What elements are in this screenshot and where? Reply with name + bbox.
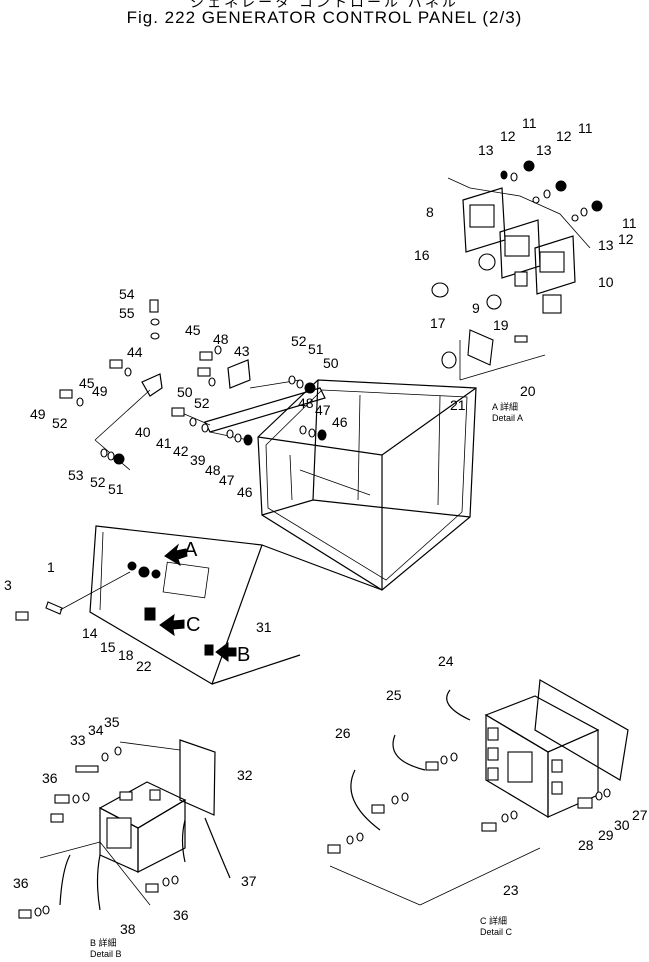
detail-a-label: Detail A — [492, 413, 523, 423]
callout-numbers: 1 3 8 9 10 11 11 11 12 12 12 13 13 13 14… — [4, 115, 648, 937]
callout: 39 — [190, 452, 206, 468]
callout: 36 — [42, 770, 58, 786]
callout: 55 — [119, 305, 135, 321]
callout: 48 — [205, 462, 221, 478]
callout: 51 — [108, 481, 124, 497]
callout: 46 — [332, 414, 348, 430]
rail-assembly — [15, 299, 327, 621]
cabinet-frame — [257, 379, 477, 591]
callout: 11 — [622, 215, 637, 231]
detail-c: C 詳細 Detail C — [327, 679, 629, 937]
callout: 40 — [135, 424, 151, 440]
callout: 48 — [213, 331, 229, 347]
callout: 52 — [291, 333, 307, 349]
callout: 53 — [68, 467, 84, 483]
callout: 17 — [430, 315, 446, 331]
detail-a-jp: A 詳細 — [492, 401, 518, 412]
callout: 24 — [438, 653, 454, 669]
callout: 46 — [237, 484, 253, 500]
detail-b-label: Detail B — [90, 949, 122, 959]
callout: 12 — [500, 128, 516, 144]
callout: 27 — [632, 807, 648, 823]
callout: 16 — [414, 247, 430, 263]
callout: 10 — [598, 274, 614, 290]
callout: 49 — [92, 383, 108, 399]
detail-a: A 詳細 Detail A — [431, 160, 603, 423]
callout: 20 — [520, 383, 536, 399]
detail-c-jp: C 詳細 — [480, 915, 507, 926]
callout: 52 — [90, 474, 106, 490]
callout: 31 — [256, 619, 272, 635]
callout: 15 — [100, 639, 116, 655]
figure-title: ジェネレータ コントロール パネル Fig. 222 GENERATOR CON… — [0, 0, 649, 28]
callout: 12 — [618, 231, 634, 247]
svg-text:C: C — [186, 614, 200, 636]
detail-b-jp: B 詳細 — [90, 937, 117, 948]
callout: 44 — [127, 344, 143, 360]
detail-b: B 詳細 Detail B — [18, 739, 231, 959]
view-arrow-b: B — [215, 642, 250, 666]
svg-text:B: B — [237, 644, 250, 666]
callout: 25 — [386, 687, 402, 703]
callout: 38 — [120, 921, 136, 937]
callout: 35 — [104, 714, 120, 730]
callout: 28 — [578, 837, 594, 853]
callout: 3 — [4, 577, 12, 593]
callout: 34 — [88, 722, 104, 738]
callout: 47 — [219, 472, 235, 488]
view-arrow-a: A — [164, 539, 198, 567]
callout: 30 — [614, 817, 630, 833]
callout: 9 — [472, 300, 480, 316]
callout: 11 — [522, 115, 537, 131]
callout: 47 — [315, 402, 331, 418]
callout: 36 — [13, 875, 29, 891]
callout: 13 — [598, 237, 614, 253]
detail-c-label: Detail C — [480, 927, 513, 937]
callout: 52 — [194, 395, 210, 411]
callout: 33 — [70, 732, 86, 748]
callout: 52 — [52, 415, 68, 431]
callout: 51 — [308, 341, 324, 357]
callout: 11 — [578, 120, 593, 136]
callout: 21 — [450, 397, 466, 413]
callout: 54 — [119, 286, 135, 302]
callout: 36 — [173, 907, 189, 923]
callout: 12 — [556, 128, 572, 144]
callout: 48 — [298, 395, 314, 411]
callout: 1 — [47, 559, 55, 575]
callout: 13 — [536, 142, 552, 158]
callout: 37 — [241, 873, 257, 889]
page-title: Fig. 222 GENERATOR CONTROL PANEL (2/3) — [126, 8, 523, 27]
callout: 50 — [323, 355, 339, 371]
callout: 22 — [136, 658, 152, 674]
callout: 45 — [79, 375, 95, 391]
svg-text:A: A — [184, 539, 198, 561]
callout: 32 — [237, 767, 253, 783]
view-arrow-c: C — [159, 613, 200, 637]
callout: 26 — [335, 725, 351, 741]
callout: 43 — [234, 343, 250, 359]
callout: 29 — [598, 827, 614, 843]
callout: 19 — [493, 317, 509, 333]
callout: 8 — [426, 204, 434, 220]
callout: 14 — [82, 625, 98, 641]
callout: 45 — [185, 322, 201, 338]
callout: 13 — [478, 142, 494, 158]
callout: 23 — [503, 882, 519, 898]
callout: 18 — [118, 647, 134, 663]
front-panel — [89, 525, 383, 685]
japanese-title: ジェネレータ コントロール パネル — [190, 0, 459, 10]
callout: 50 — [177, 384, 193, 400]
callout: 42 — [173, 443, 189, 459]
callout: 41 — [156, 435, 172, 451]
callout: 49 — [30, 406, 46, 422]
